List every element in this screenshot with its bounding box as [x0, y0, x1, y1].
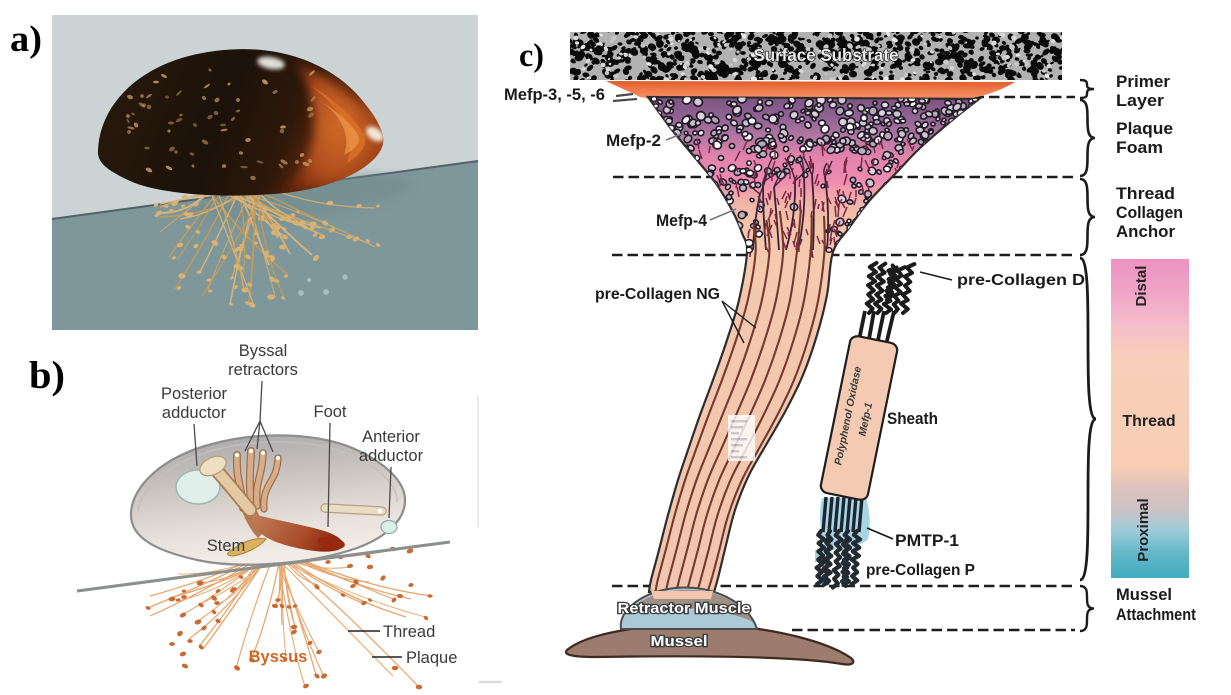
svg-text:Mefp-4: Mefp-4 [656, 212, 708, 230]
svg-text:Anterior: Anterior [362, 428, 420, 446]
svg-text:Mussel: Mussel [1116, 585, 1172, 604]
svg-text:Distal: Distal [1133, 266, 1150, 307]
svg-text:Plaque: Plaque [406, 649, 457, 667]
svg-text:b): b) [29, 354, 65, 397]
svg-text:Layer: Layer [1116, 91, 1164, 110]
svg-text:Thread: Thread [1116, 184, 1175, 203]
svg-text:a): a) [10, 19, 42, 60]
svg-text:Thread: Thread [383, 623, 435, 641]
svg-text:pre-Collagen NG: pre-Collagen NG [595, 286, 720, 303]
svg-text:Attachment: Attachment [1116, 605, 1196, 624]
svg-text:Stem: Stem [207, 537, 246, 555]
svg-text:PMTP-1: PMTP-1 [895, 532, 959, 550]
svg-text:pre-Collagen D: pre-Collagen D [957, 272, 1085, 289]
svg-text:Foot: Foot [313, 403, 346, 421]
svg-text:Retractor Muscle: Retractor Muscle [618, 601, 751, 617]
svg-text:Byssus: Byssus [249, 648, 308, 666]
svg-text:Collagen: Collagen [1116, 203, 1183, 222]
svg-text:adductor: adductor [359, 447, 424, 465]
svg-text:pre-Collagen P: pre-Collagen P [866, 562, 975, 579]
svg-text:Mefp-3, -5, -6: Mefp-3, -5, -6 [504, 86, 605, 104]
svg-text:Byssal: Byssal [239, 342, 288, 360]
svg-text:Anchor: Anchor [1116, 222, 1175, 241]
svg-text:Proximal: Proximal [1135, 498, 1152, 561]
svg-text:Foam: Foam [1116, 138, 1163, 157]
svg-text:retractors: retractors [228, 361, 298, 379]
svg-text:Mefp-2: Mefp-2 [606, 132, 661, 150]
svg-text:adductor: adductor [162, 404, 227, 422]
svg-text:Surface Substrate: Surface Substrate [754, 45, 899, 65]
svg-text:Thread: Thread [1122, 413, 1175, 430]
svg-text:c): c) [519, 38, 544, 74]
svg-text:Plaque: Plaque [1116, 119, 1173, 138]
svg-text:Primer: Primer [1116, 72, 1170, 91]
svg-text:Sheath: Sheath [887, 410, 938, 428]
svg-text:Posterior: Posterior [161, 385, 228, 403]
svg-text:Mussel: Mussel [651, 634, 708, 650]
